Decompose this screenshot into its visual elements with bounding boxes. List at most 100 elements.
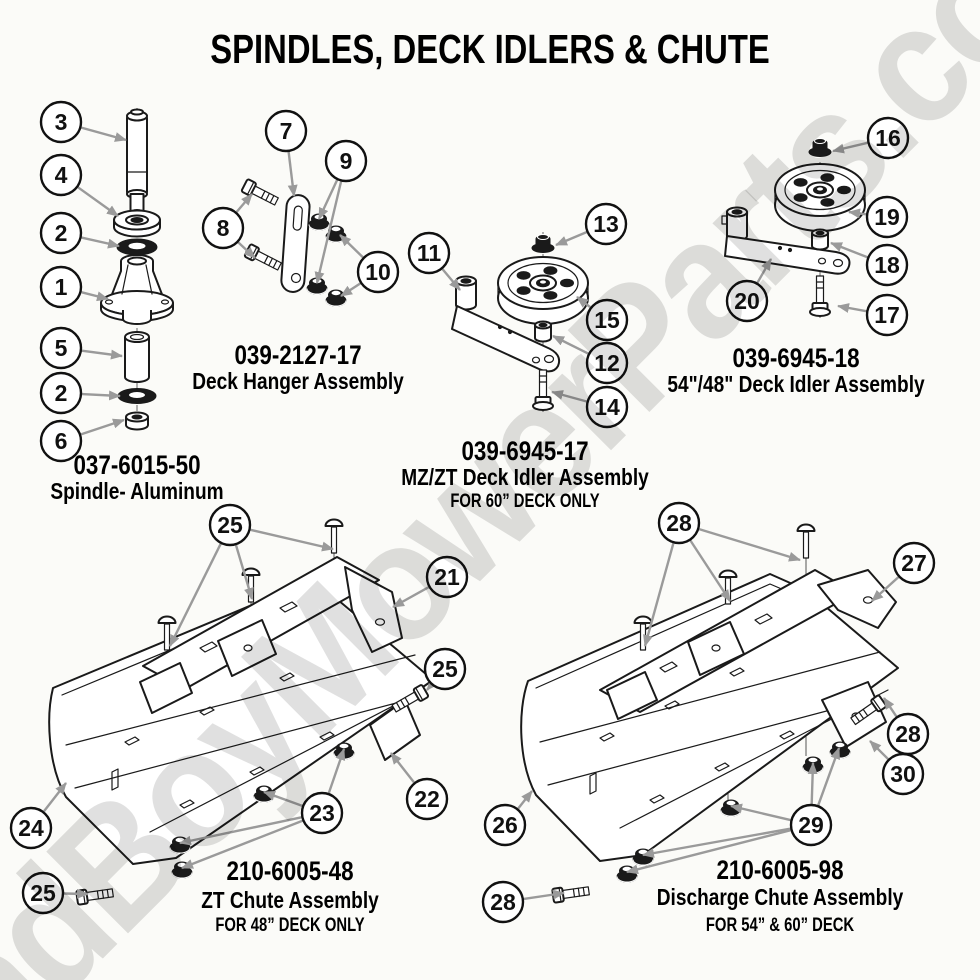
callout-arrow [235,193,253,213]
callout-arrow [756,258,773,284]
callout-2: 2 [39,371,83,415]
svg-text:27: 27 [901,550,927,576]
callout-arrow [552,334,589,355]
svg-text:14: 14 [594,394,620,420]
callout-arrow [576,296,592,309]
callout-9: 9 [324,139,368,183]
svg-text:8: 8 [217,215,230,241]
callout-21: 21 [425,555,469,599]
svg-text:2: 2 [55,220,68,246]
callout-arrow [551,390,588,403]
callout-arrow [77,186,119,217]
callout-19: 19 [865,195,909,239]
callout-10: 10 [356,250,400,294]
assembly-name-label-mzzt-idler: MZ/ZT Deck Idler Assembly [401,464,649,490]
callout-25: 25 [423,647,467,691]
callout-12: 12 [585,341,629,385]
callout-arrow [63,888,89,899]
callout-29: 29 [789,803,833,847]
callout-25: 25 [21,871,65,915]
callout-arrow [871,576,900,602]
svg-text:29: 29 [798,812,824,838]
callout-arrow [179,816,302,846]
callout-28: 28 [481,880,525,924]
svg-text:20: 20 [734,288,760,314]
svg-text:6: 6 [55,428,68,454]
callout-22: 22 [405,777,449,821]
callout-arrow [643,542,675,647]
assembly-name-label-deck-hanger: Deck Hanger Assembly [192,368,404,394]
svg-text:28: 28 [490,889,516,915]
svg-text:25: 25 [30,880,56,906]
svg-text:11: 11 [417,240,442,266]
assembly-note-label-mzzt-idler: FOR 60” DECK ONLY [450,491,600,512]
callout-18: 18 [865,243,909,287]
callout-arrow [287,151,298,197]
svg-text:5: 5 [55,335,68,361]
callout-25: 25 [208,503,252,547]
callout-7: 7 [264,109,308,153]
deck-hanger-assembly-drawing [240,177,347,307]
callout-arrow [830,241,868,259]
svg-text:22: 22 [414,786,440,812]
callout-8: 8 [201,206,245,250]
callout-arrow [340,282,362,298]
callout-layer: 3421526798101113151214161918201725212522… [9,100,936,924]
callout-16: 16 [866,116,910,160]
part-number-label-spindle: 037-6015-50 [73,450,201,480]
mzzt-idler-assembly-drawing [451,232,589,412]
part-number-label-5448-idler: 039-6945-18 [732,343,860,373]
5448-idler-assembly-drawing [721,138,866,318]
assembly-name-label-zt-chute: ZT Chute Assembly [201,887,379,913]
part-number-label-zt-chute: 210-6005-48 [226,856,354,886]
callout-11: 11 [407,231,451,275]
svg-text:12: 12 [594,350,620,376]
callout-arrow [81,236,120,249]
callout-arrow [80,418,125,436]
callout-arrow [555,230,588,247]
callout-arrow [392,586,430,609]
callout-arrow [848,208,867,219]
callout-28: 28 [657,501,701,545]
svg-text:13: 13 [593,211,619,237]
svg-text:26: 26 [492,812,518,838]
callout-arrow [327,748,346,794]
svg-text:25: 25 [217,512,243,538]
callout-arrow [626,829,791,875]
svg-text:23: 23 [309,800,335,826]
callout-arrow [689,539,732,602]
callout-arrow [81,349,123,360]
spindle-assembly-drawing [100,108,174,431]
page-title: SPINDLES, DECK IDLERS & CHUTE [210,26,770,72]
callout-arrow [441,268,461,291]
svg-text:7: 7 [280,118,293,144]
svg-text:3: 3 [55,109,68,135]
callout-arrow [698,527,801,562]
callout-arrow [80,126,127,142]
svg-text:18: 18 [874,252,900,278]
callout-arrow [250,528,334,552]
svg-text:4: 4 [55,162,68,188]
assembly-name-label-spindle: Spindle- Aluminum [50,478,224,504]
part-number-label-discharge-chute: 210-6005-98 [716,855,844,885]
callout-23: 23 [300,791,344,835]
callout-arrow [168,543,222,647]
svg-text:28: 28 [895,721,921,747]
callout-arrow [817,747,841,806]
callout-arrow [81,291,109,302]
callout-2: 2 [39,211,83,255]
assembly-name-label-5448-idler: 54"/48" Deck Idler Assembly [667,371,925,397]
discharge-chute-assembly-drawing [520,523,899,904]
callout-arrow [523,889,565,901]
callout-15: 15 [585,298,629,342]
callout-arrow [837,303,867,313]
callout-13: 13 [584,202,628,246]
callout-14: 14 [585,385,629,429]
callout-30: 30 [881,752,925,796]
part-number-label-mzzt-idler: 039-6945-17 [461,436,589,466]
callout-arrow [42,782,67,813]
callout-arrow [883,697,898,718]
svg-text:17: 17 [874,302,900,328]
callout-26: 26 [483,803,527,847]
